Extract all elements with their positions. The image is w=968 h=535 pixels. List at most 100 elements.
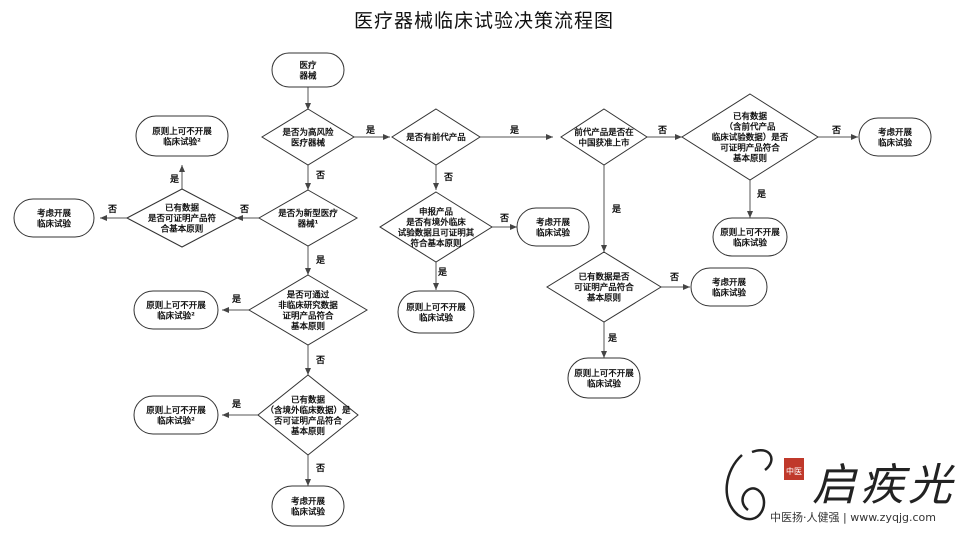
label-yes-evidm-no5: 是 xyxy=(607,333,618,344)
node-text-line: 是否可证明产品符 xyxy=(147,213,217,224)
node-text-line: 医疗器械 xyxy=(291,137,326,148)
node-text-line: 考虑开展 xyxy=(712,277,747,288)
label-no-preddata-con5: 否 xyxy=(831,125,841,136)
label-no-new-evidl: 否 xyxy=(239,204,249,215)
node-text-line: 临床试验 xyxy=(878,137,913,148)
seal-stamp-text: 中医 xyxy=(786,466,802,476)
label-yes-report-no4: 是 xyxy=(437,267,448,278)
node-text-line: 原则上可不开展 xyxy=(574,368,634,379)
decision-diamond xyxy=(546,251,662,323)
terminal-rounded-box xyxy=(516,207,590,247)
terminal-rounded-box xyxy=(690,267,768,307)
node-text-line: 基本原则 xyxy=(290,321,325,332)
label-yes-high-pred: 是 xyxy=(365,125,376,136)
label-yes-china-evidm: 是 xyxy=(611,204,622,215)
node-text-line: 临床试验 xyxy=(712,287,747,298)
terminal-rounded-box xyxy=(271,52,345,88)
node-text-line: 基本原则 xyxy=(290,426,325,437)
decision-diamond xyxy=(391,108,481,166)
calligraphy-logo-icon xyxy=(725,449,773,521)
node-text-line: 考虑开展 xyxy=(291,496,326,507)
node-text-line: 非临床研究数据 xyxy=(278,300,338,311)
node-text-line: 临床试验 xyxy=(536,227,571,238)
node-text-line: 临床试验² xyxy=(157,415,195,426)
node-text-line: （含前代产品 xyxy=(724,122,776,133)
node-text-line: 已有数据 xyxy=(165,203,200,214)
watermark-tagline: 中医扬·人健强 | www.zyqjg.com xyxy=(770,510,936,524)
node-text-line: 是否有境外临床 xyxy=(405,217,466,228)
watermark: 中医 启疾光 中医扬·人健强 | www.zyqjg.com xyxy=(725,449,956,524)
node-text-line: 临床试验 xyxy=(419,312,454,323)
node-text-line: 临床试验 xyxy=(733,237,768,248)
node-text-line: 考虑开展 xyxy=(37,208,72,219)
label-no-pred-report: 否 xyxy=(443,172,453,183)
terminal-rounded-box xyxy=(13,198,95,238)
node-text-line: 申报产品 xyxy=(419,206,454,217)
label-yes-evidl-no1: 是 xyxy=(169,174,180,185)
node-text-line: 原则上可不开展 xyxy=(146,405,206,416)
node-text-line: 原则上可不开展 xyxy=(152,126,212,137)
terminal-rounded-box xyxy=(858,117,932,157)
decision-diamond xyxy=(560,108,648,166)
label-no-nonclin-overseas: 否 xyxy=(315,355,325,366)
node-text-line: 前代产品是否在 xyxy=(574,127,634,138)
decision-diamond xyxy=(257,374,359,456)
terminal-rounded-box xyxy=(397,290,475,334)
node-text-line: 临床试验² xyxy=(157,310,195,321)
label-yes-nonclin-no2: 是 xyxy=(231,294,242,305)
nodes: 医疗器械是否为高风险医疗器械是否为新型医疗器械¹已有数据是否可证明产品符合基本原… xyxy=(13,52,932,527)
node-text-line: 合基本原则 xyxy=(160,224,204,235)
node-start: 医疗器械 xyxy=(271,52,345,88)
terminal-rounded-box xyxy=(135,115,229,157)
label-no-overseas-con2: 否 xyxy=(315,463,325,474)
edge-labels: 是 否 否 是 否 是 是 否 是 否 是 否 否 是 是 否 否 是 是 否 xyxy=(107,125,841,474)
node-text-line: 器械¹ xyxy=(297,218,319,229)
node-text-line: 符合基本原则 xyxy=(409,238,461,249)
node-text-line: 基本原则 xyxy=(732,153,767,164)
node-text-line: 是否有前代产品 xyxy=(405,132,466,143)
node-text-line: 临床试验² xyxy=(163,136,201,147)
node-text-line: 是否可通过 xyxy=(286,289,330,300)
label-yes-new-nonclin: 是 xyxy=(315,255,326,266)
node-text-line: 否可证明产品符合 xyxy=(273,415,343,426)
node-text-line: 考虑开展 xyxy=(878,127,913,138)
label-no-high-new: 否 xyxy=(315,170,325,181)
node-text-line: （含境外临床数据）是 xyxy=(265,405,351,416)
label-no-report-con3: 否 xyxy=(499,213,509,224)
node-text-line: 是否为新型医疗 xyxy=(277,208,338,219)
node-text-line: 临床试验 xyxy=(37,218,72,229)
page-title: 医疗器械临床试验决策流程图 xyxy=(353,10,614,32)
node-text-line: 已有数据是否 xyxy=(578,272,630,283)
node-text-line: 原则上可不开展 xyxy=(406,302,466,313)
node-text-line: 可证明产品符合 xyxy=(720,143,780,154)
decision-diamond xyxy=(125,188,239,248)
watermark-brand: 启疾光 xyxy=(812,460,956,511)
node-text-line: 原则上可不开展 xyxy=(720,227,780,238)
node-text-line: 试验数据且可证明其 xyxy=(398,227,475,238)
node-text-line: 可证明产品符合 xyxy=(574,282,634,293)
decision-diamond xyxy=(257,189,359,247)
terminal-rounded-box xyxy=(133,395,219,435)
edges xyxy=(100,87,858,486)
node-text-line: 临床试验 xyxy=(587,378,622,389)
node-text-line: 考虑开展 xyxy=(536,217,571,228)
